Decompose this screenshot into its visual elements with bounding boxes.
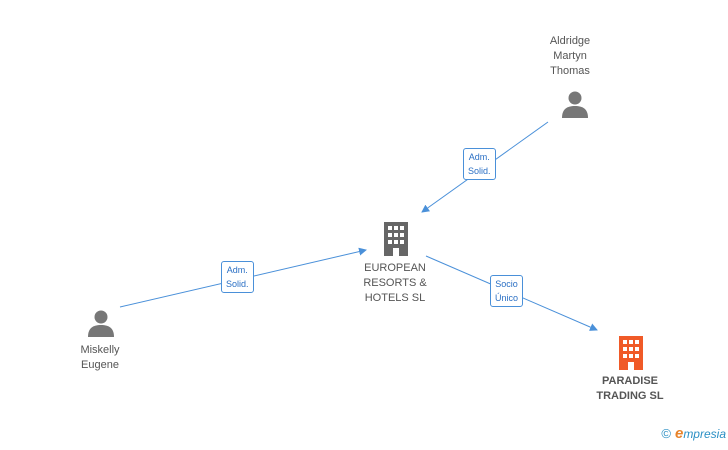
building-icon[interactable] <box>616 335 646 371</box>
node-label-european[interactable]: EUROPEAN RESORTS & HOTELS SL <box>363 262 427 304</box>
edge-label-miskelly-european: Adm. Solid. <box>221 261 254 293</box>
node-label-aldridge[interactable]: Aldridge Martyn Thomas <box>549 35 591 77</box>
building-icon[interactable] <box>381 221 411 257</box>
person-icon[interactable] <box>86 308 116 338</box>
node-label-paradise[interactable]: PARADISE TRADING SL <box>596 375 664 402</box>
person-icon[interactable] <box>560 89 590 119</box>
brand-logo: empresia <box>674 425 726 442</box>
edge-label-aldridge-european: Adm. Solid. <box>463 148 496 180</box>
empresia-watermark: © empresia <box>661 425 726 442</box>
node-label-miskelly[interactable]: Miskelly Eugene <box>80 344 120 371</box>
copyright-symbol: © <box>661 426 671 441</box>
edge-label-european-paradise: Socio Único <box>490 275 524 307</box>
